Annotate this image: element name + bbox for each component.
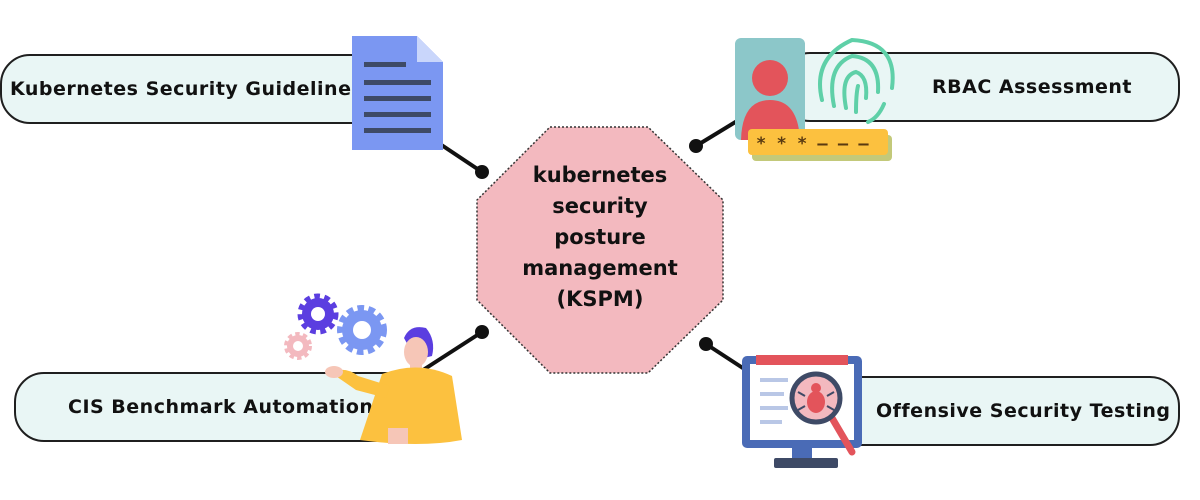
connector-dot-top-right bbox=[689, 139, 703, 153]
connector-top-right bbox=[694, 116, 744, 148]
center-title: kubernetes security posture management (… bbox=[522, 163, 678, 311]
svg-text:* * * – – –: * * * – – – bbox=[756, 134, 869, 154]
node-label: CIS Benchmark Automation bbox=[68, 396, 374, 418]
connector-dot-top-left bbox=[475, 165, 489, 179]
node-kubernetes-security-guidelines: Kubernetes Security Guidelines bbox=[0, 54, 420, 124]
node-rbac-assessment: RBAC Assessment bbox=[780, 52, 1180, 122]
gear-icon bbox=[337, 305, 387, 355]
node-label: RBAC Assessment bbox=[932, 76, 1132, 98]
gear-icon bbox=[284, 332, 312, 360]
connector-top-left bbox=[438, 142, 484, 174]
node-label: Offensive Security Testing bbox=[876, 400, 1171, 422]
connector-bottom-left bbox=[418, 330, 484, 374]
bug-icon bbox=[797, 383, 835, 413]
gear-icon bbox=[297, 293, 339, 335]
node-offensive-security-testing: Offensive Security Testing bbox=[800, 376, 1180, 446]
node-label: Kubernetes Security Guidelines bbox=[10, 78, 364, 100]
connector-dot-bottom-left bbox=[475, 325, 489, 339]
connector-dot-bottom-right bbox=[699, 337, 713, 351]
